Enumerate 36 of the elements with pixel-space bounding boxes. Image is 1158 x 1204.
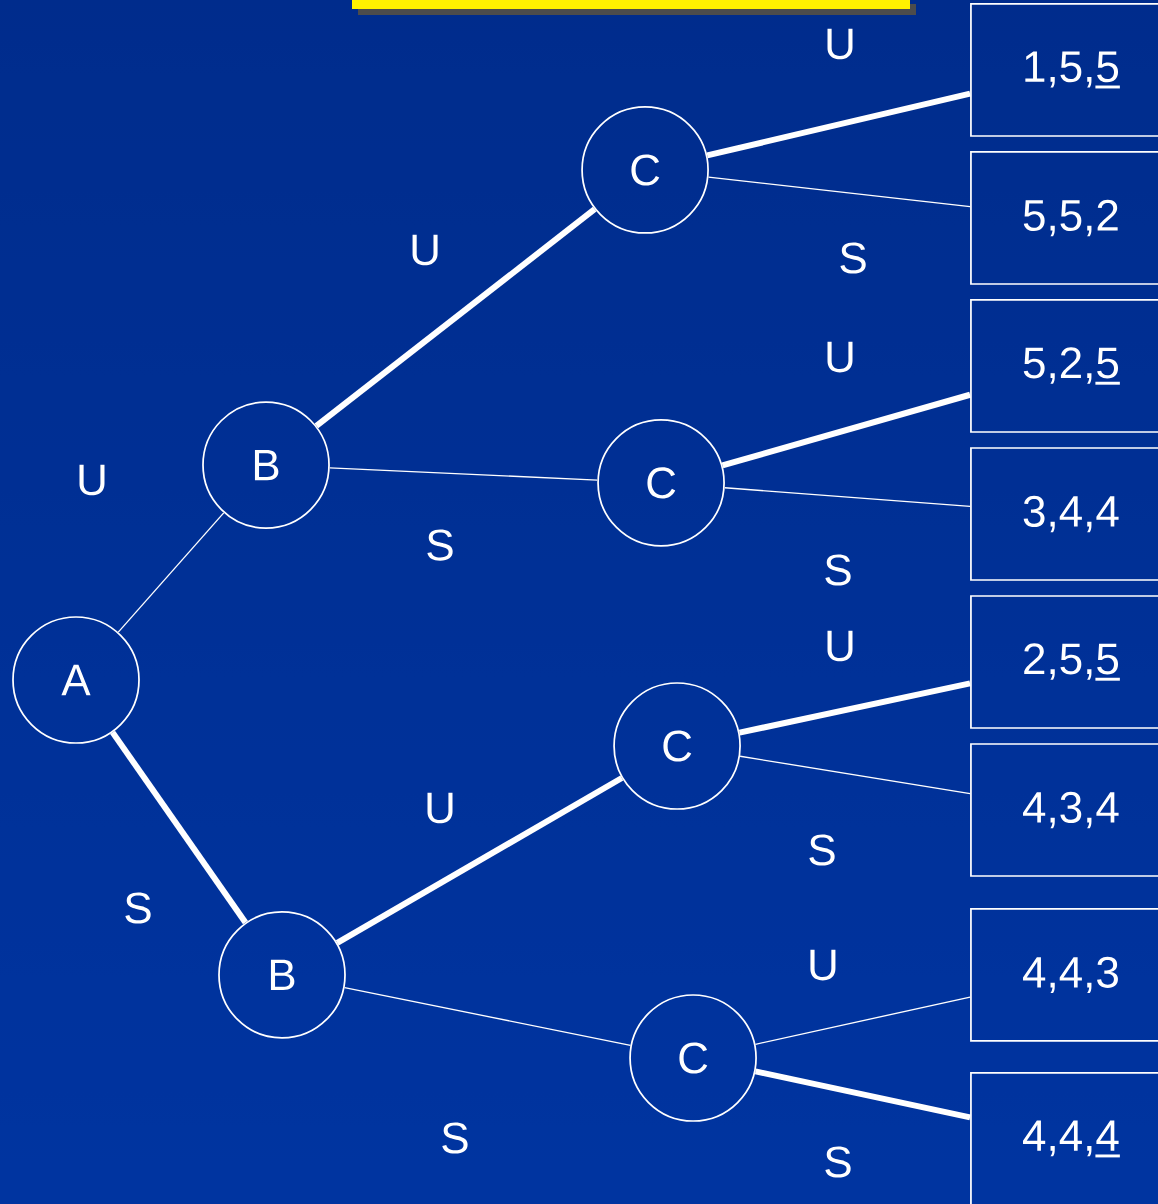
edge-label: U (827, 28, 853, 60)
branch-line (721, 391, 971, 469)
edge-label: S (825, 554, 851, 586)
branch-line (117, 512, 225, 633)
branch-line (707, 176, 971, 208)
edge-label: U (79, 464, 105, 496)
branch-line (335, 775, 624, 946)
payoff-box: 5,2,5 (970, 299, 1158, 433)
edge-label: S (840, 242, 866, 274)
edge-label: S (442, 1122, 468, 1154)
edge-label: S (809, 834, 835, 866)
edge-label: U (827, 341, 853, 373)
edge-label: U (827, 630, 853, 662)
branch-line (738, 680, 971, 736)
edge-label: S (427, 529, 453, 561)
branch-line (739, 755, 971, 795)
edge-label: U (427, 792, 453, 824)
branch-line (724, 487, 971, 508)
payoff-box: 5,5,2 (970, 151, 1158, 285)
payoff-box: 4,4,3 (970, 908, 1158, 1042)
branch-line (754, 1068, 971, 1121)
branch-line (754, 996, 971, 1045)
branch-line (110, 730, 248, 925)
branch-line (329, 467, 598, 481)
payoff-box: 2,5,5 (970, 595, 1158, 729)
edge-label: U (810, 949, 836, 981)
edge-label: S (125, 892, 151, 924)
edge-label: U (412, 234, 438, 266)
branch-line (706, 90, 971, 159)
branch-line (343, 986, 632, 1046)
payoff-box: 3,4,4 (970, 447, 1158, 581)
edge-label: S (825, 1146, 851, 1178)
payoff-box: 4,4,4 (970, 1072, 1158, 1204)
payoff-box: 1,5,5 (970, 3, 1158, 137)
payoff-box: 4,3,4 (970, 743, 1158, 877)
branch-line (314, 206, 597, 429)
